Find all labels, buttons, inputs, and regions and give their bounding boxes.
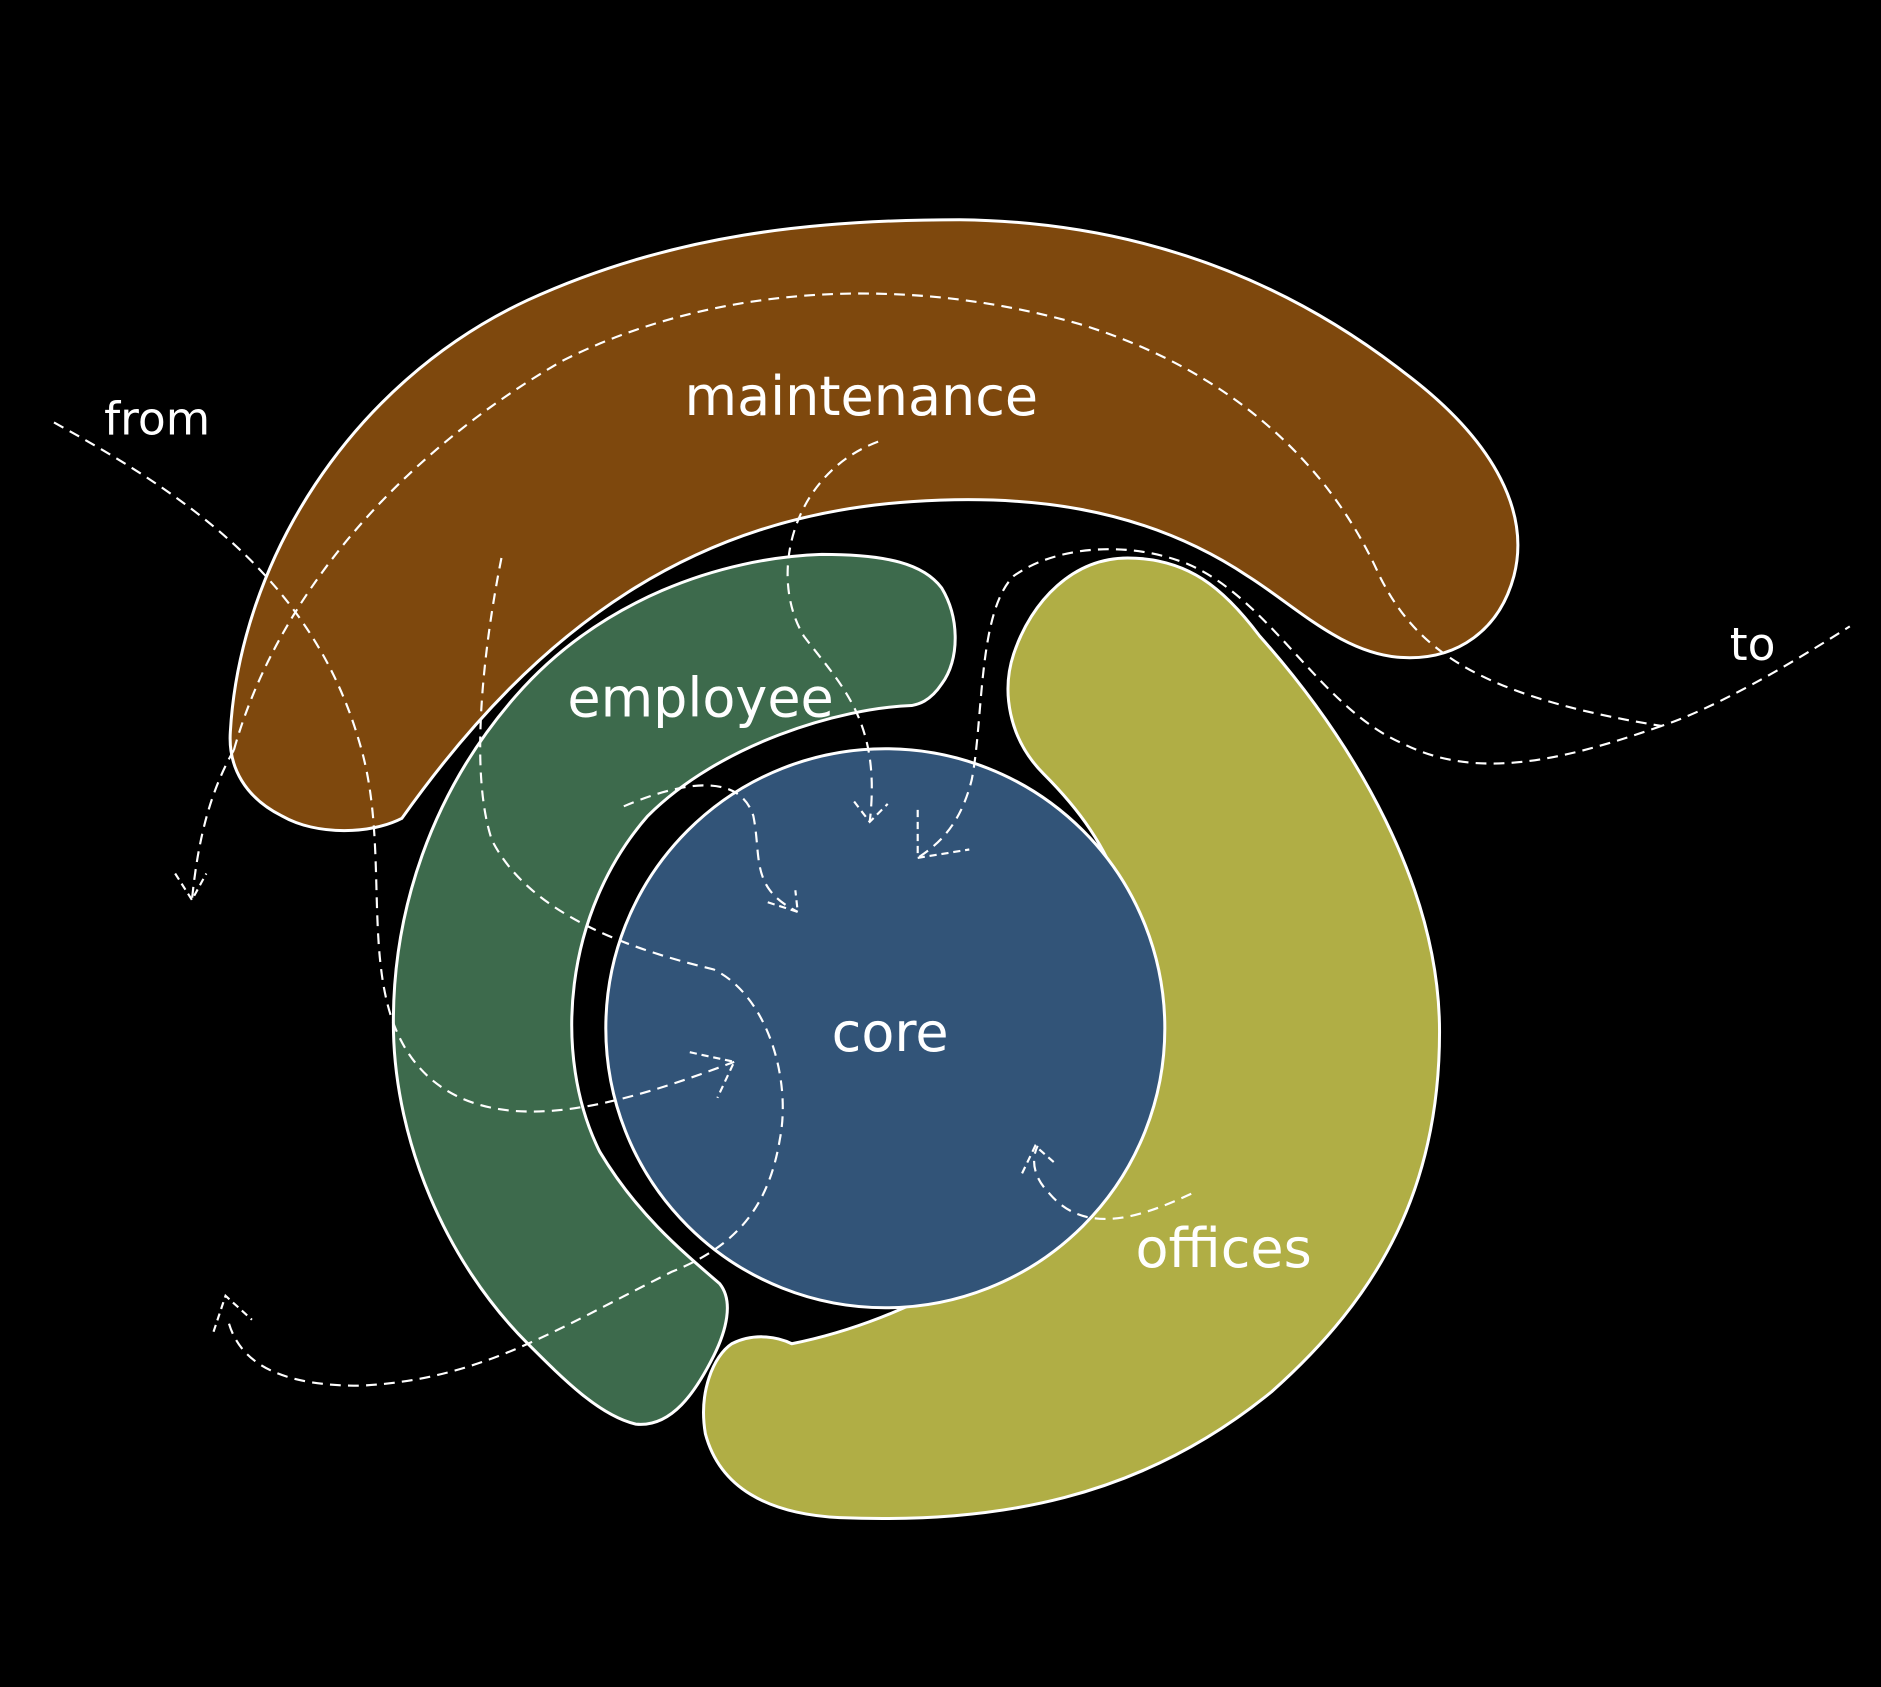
arrowhead [853, 800, 889, 824]
flow-employee-core-exit [226, 557, 784, 1387]
flow-from-to-core [53, 421, 735, 1113]
from-label: from [104, 392, 210, 445]
employee-label: employee [567, 666, 833, 729]
flow-offices-to-core [1033, 1145, 1192, 1221]
core-label: core [832, 1001, 949, 1064]
arrowhead [1021, 1144, 1057, 1174]
flow-employee-to-core [623, 784, 799, 913]
flow-to-core [917, 548, 1662, 859]
flow-maintenance-down [190, 749, 235, 900]
flow-maintenance-to-core [786, 440, 879, 823]
flow-maintenance-arc [232, 292, 1851, 751]
maintenance-label: maintenance [685, 365, 1039, 428]
offices-layer[interactable] [702, 556, 1442, 1521]
employee-layer[interactable] [391, 552, 957, 1426]
arrowhead [916, 809, 970, 860]
to-label: to [1730, 618, 1776, 671]
offices-label: offices [1136, 1217, 1312, 1280]
arrowhead [174, 872, 208, 903]
arrowhead [689, 1051, 736, 1099]
arrowhead [212, 1293, 253, 1333]
maintenance-layer[interactable] [228, 218, 1520, 833]
